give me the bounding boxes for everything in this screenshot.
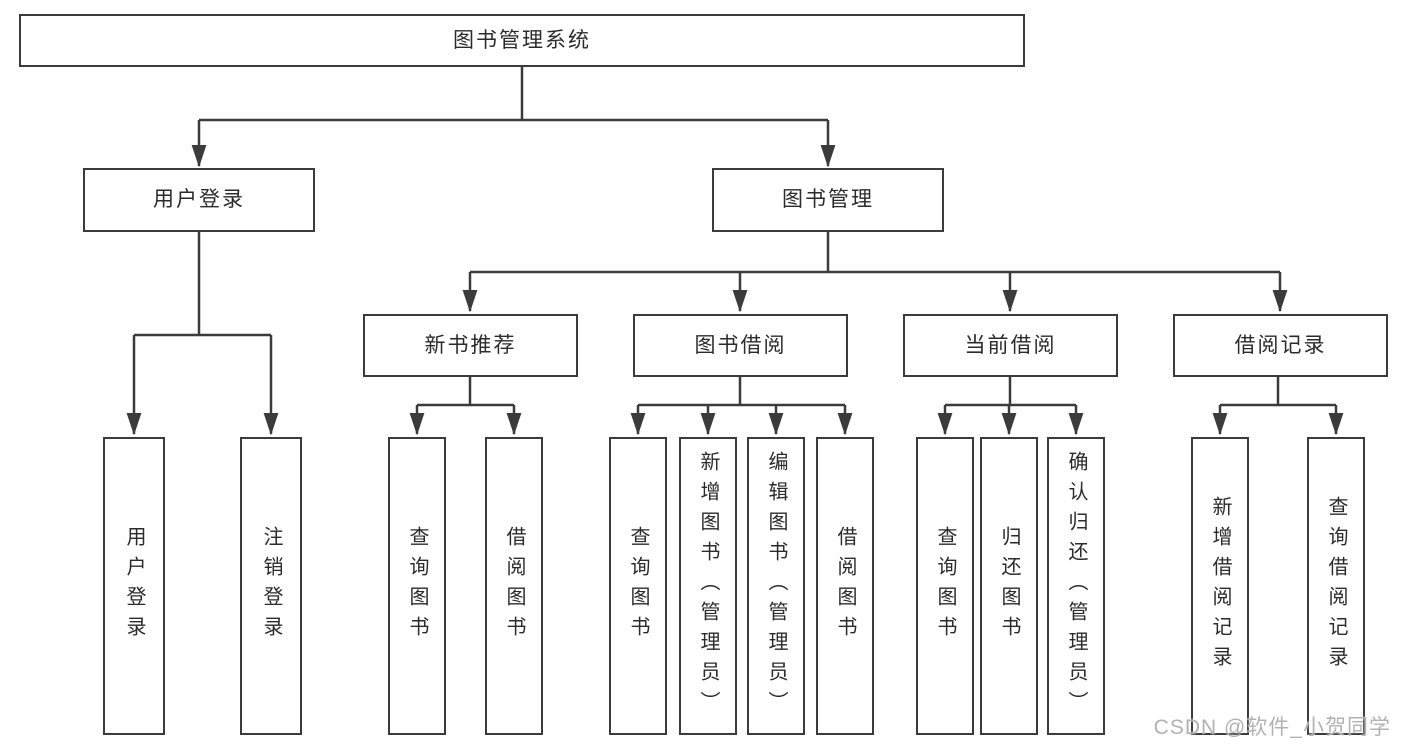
leaf-query-books-3: 查询图书 [916,437,974,735]
leaf-borrow-books-2: 借阅图书 [816,437,874,735]
leaf-query-books-1: 查询图书 [388,437,446,735]
node-current-borrow: 当前借阅 [903,314,1118,377]
node-book-management: 图书管理 [712,168,944,232]
node-user-login: 用户登录 [83,168,315,232]
connector-book-management-to-level3 [462,232,1288,313]
leaf-confirm-return-admin: 确认归还（管理员） [1047,437,1105,735]
leaf-user-login: 用户登录 [103,437,165,735]
leaf-add-borrow-record: 新增借阅记录 [1191,437,1249,735]
leaf-return-book: 归还图书 [980,437,1038,735]
connector-current-borrow-to-children [937,377,1084,436]
node-root-system: 图书管理系统 [19,14,1025,67]
connector-user-login-to-children [126,232,279,436]
watermark: CSDN @软件_小贺同学 [1153,716,1391,739]
node-new-book-recommend: 新书推荐 [363,314,578,377]
leaf-query-books-2: 查询图书 [609,437,667,735]
leaf-edit-book-admin: 编辑图书（管理员） [747,437,805,735]
leaf-borrow-books-1: 借阅图书 [485,437,543,735]
leaf-logout: 注销登录 [240,437,302,735]
connector-book-borrow-to-children [630,377,853,436]
connector-borrow-record-to-children [1212,377,1344,436]
leaf-add-book-admin: 新增图书（管理员） [679,437,737,735]
node-book-borrow: 图书借阅 [633,314,848,377]
connector-root-to-level2 [191,67,836,168]
leaf-query-borrow-record: 查询借阅记录 [1307,437,1365,735]
node-borrow-record: 借阅记录 [1173,314,1388,377]
connector-new-book-to-children [409,377,522,436]
